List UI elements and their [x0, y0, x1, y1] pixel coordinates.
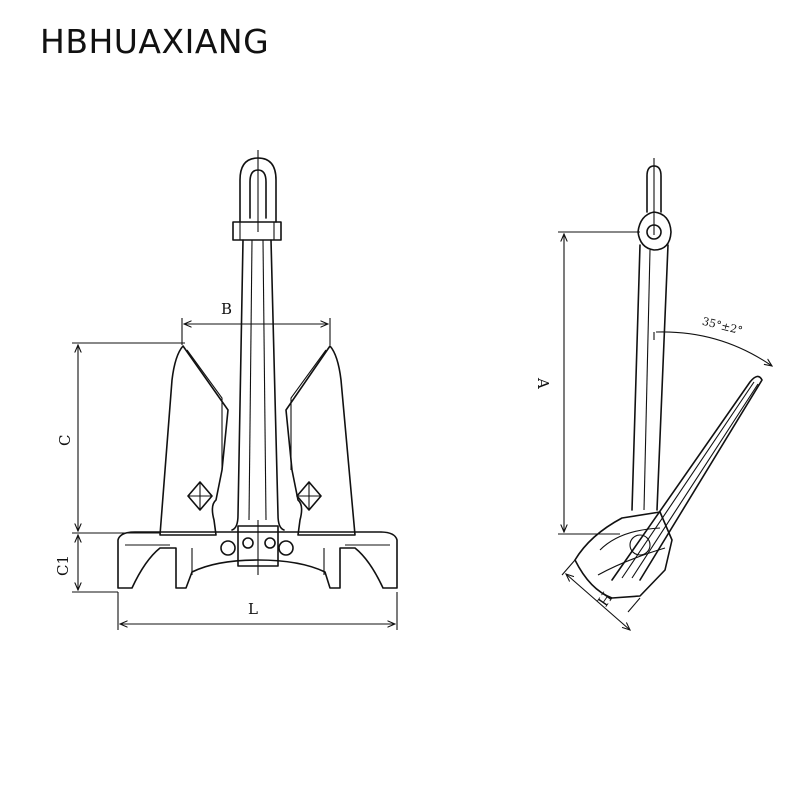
dimension-c1: C1: [54, 535, 118, 593]
shank: [231, 239, 285, 531]
dim-b-label: B: [221, 300, 232, 318]
left-fluke: [159, 345, 229, 536]
right-fluke: [285, 345, 356, 536]
left-hole-icon: [187, 481, 213, 511]
dimension-a: A: [534, 231, 640, 535]
side-view: A 35°±2° H: [534, 158, 772, 630]
right-hole-icon: [296, 481, 322, 511]
angle-indicator: 35°±2°: [653, 315, 772, 366]
brand-title: HBHUAXIANG: [40, 22, 270, 61]
side-shank: [631, 244, 669, 511]
crown: [117, 531, 398, 589]
dimension-h: H: [561, 559, 641, 630]
front-view: B C C1 L: [54, 150, 398, 630]
dim-c-label: C: [56, 435, 74, 446]
dimension-c: C: [56, 342, 185, 534]
dim-c1-label: C1: [54, 555, 72, 576]
dim-h-label: H: [593, 588, 615, 609]
dim-a-label: A: [534, 377, 552, 389]
shackle-pin: [232, 221, 282, 241]
side-fluke: [611, 375, 763, 581]
angle-label: 35°±2°: [701, 315, 744, 338]
dim-l-label: L: [248, 600, 258, 618]
dimension-b: B: [181, 300, 331, 345]
dimension-l: L: [117, 592, 398, 630]
